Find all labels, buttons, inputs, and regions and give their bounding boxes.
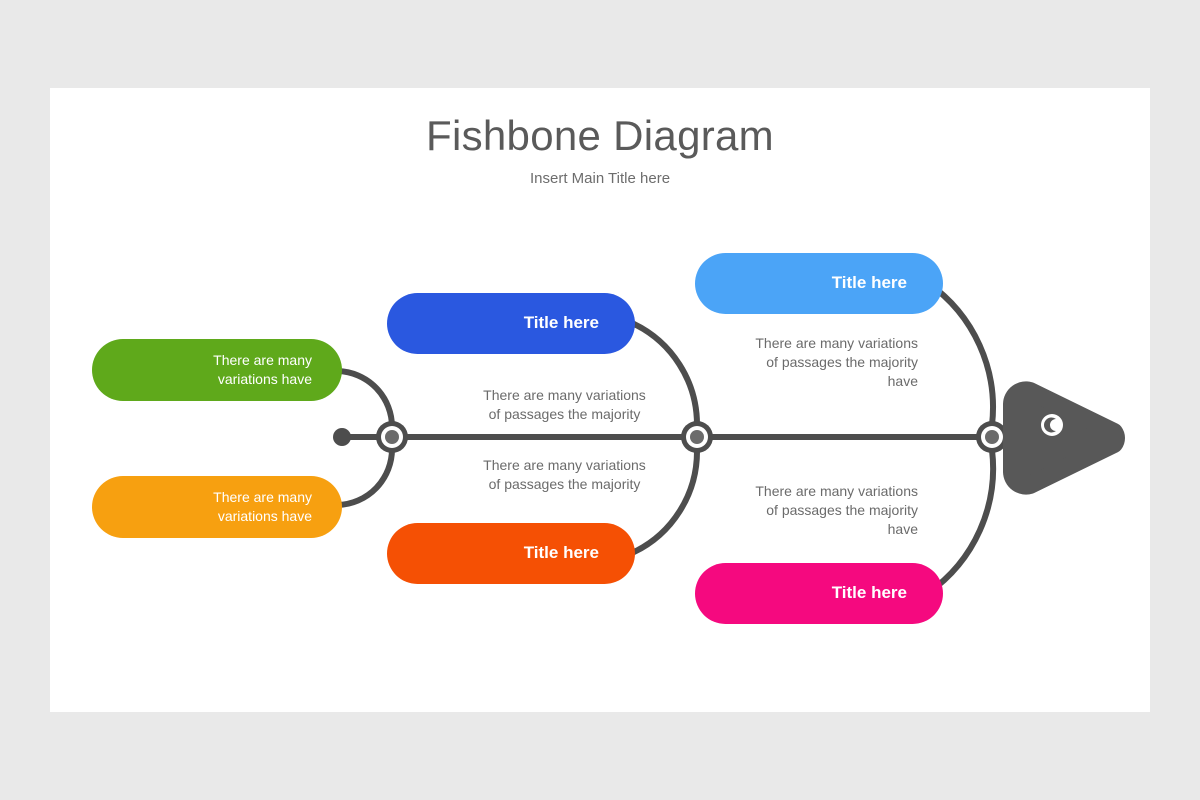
branch-pill-orange-label: There are many variations have (213, 489, 312, 524)
branch-pill-green-label: There are many variations have (213, 352, 312, 387)
slide-canvas: Fishbone Diagram Insert Main Title here (50, 88, 1150, 712)
description-lightblue: There are many variations of passages th… (755, 335, 918, 389)
branch-pill-blue-label: Title here (523, 313, 599, 333)
fish-pupil-icon (1044, 417, 1056, 433)
tail-dot (333, 428, 351, 446)
page-subtitle: Insert Main Title here (529, 170, 671, 187)
branch-pill-orangered[interactable]: Title here (387, 523, 635, 584)
branch-pill-pink-label: Title here (831, 583, 907, 603)
branch-pill-orange[interactable]: There are many variations have (92, 476, 342, 538)
connector-lightblue (925, 280, 996, 428)
connector-green (335, 368, 395, 430)
branch-pill-green[interactable]: There are many variations have (92, 339, 342, 401)
joint-node-2[interactable] (681, 421, 713, 453)
branch-pill-lightblue[interactable]: Title here (695, 253, 943, 314)
branch-pill-pink[interactable]: Title here (695, 563, 943, 624)
joint-node-3[interactable] (976, 421, 1008, 453)
connector-orangered (629, 447, 701, 556)
fish-head-icon (1003, 381, 1125, 495)
branch-pill-blue[interactable]: Title here (387, 293, 635, 354)
connector-pink (925, 447, 997, 596)
description-orangered: There are many variations of passages th… (483, 457, 646, 492)
description-pink: There are many variations of passages th… (755, 483, 918, 537)
fishbone-skeleton (333, 280, 1125, 596)
branch-pill-lightblue-label: Title here (831, 273, 907, 293)
connector-blue (629, 320, 701, 428)
connector-orange (335, 446, 395, 508)
description-blue: There are many variations of passages th… (483, 387, 646, 422)
branch-pill-orangered-label: Title here (523, 543, 599, 563)
page-title: Fishbone Diagram (426, 112, 774, 159)
joint-node-1[interactable] (376, 421, 408, 453)
fishbone-diagram: There are many variations have There are… (50, 88, 1150, 712)
